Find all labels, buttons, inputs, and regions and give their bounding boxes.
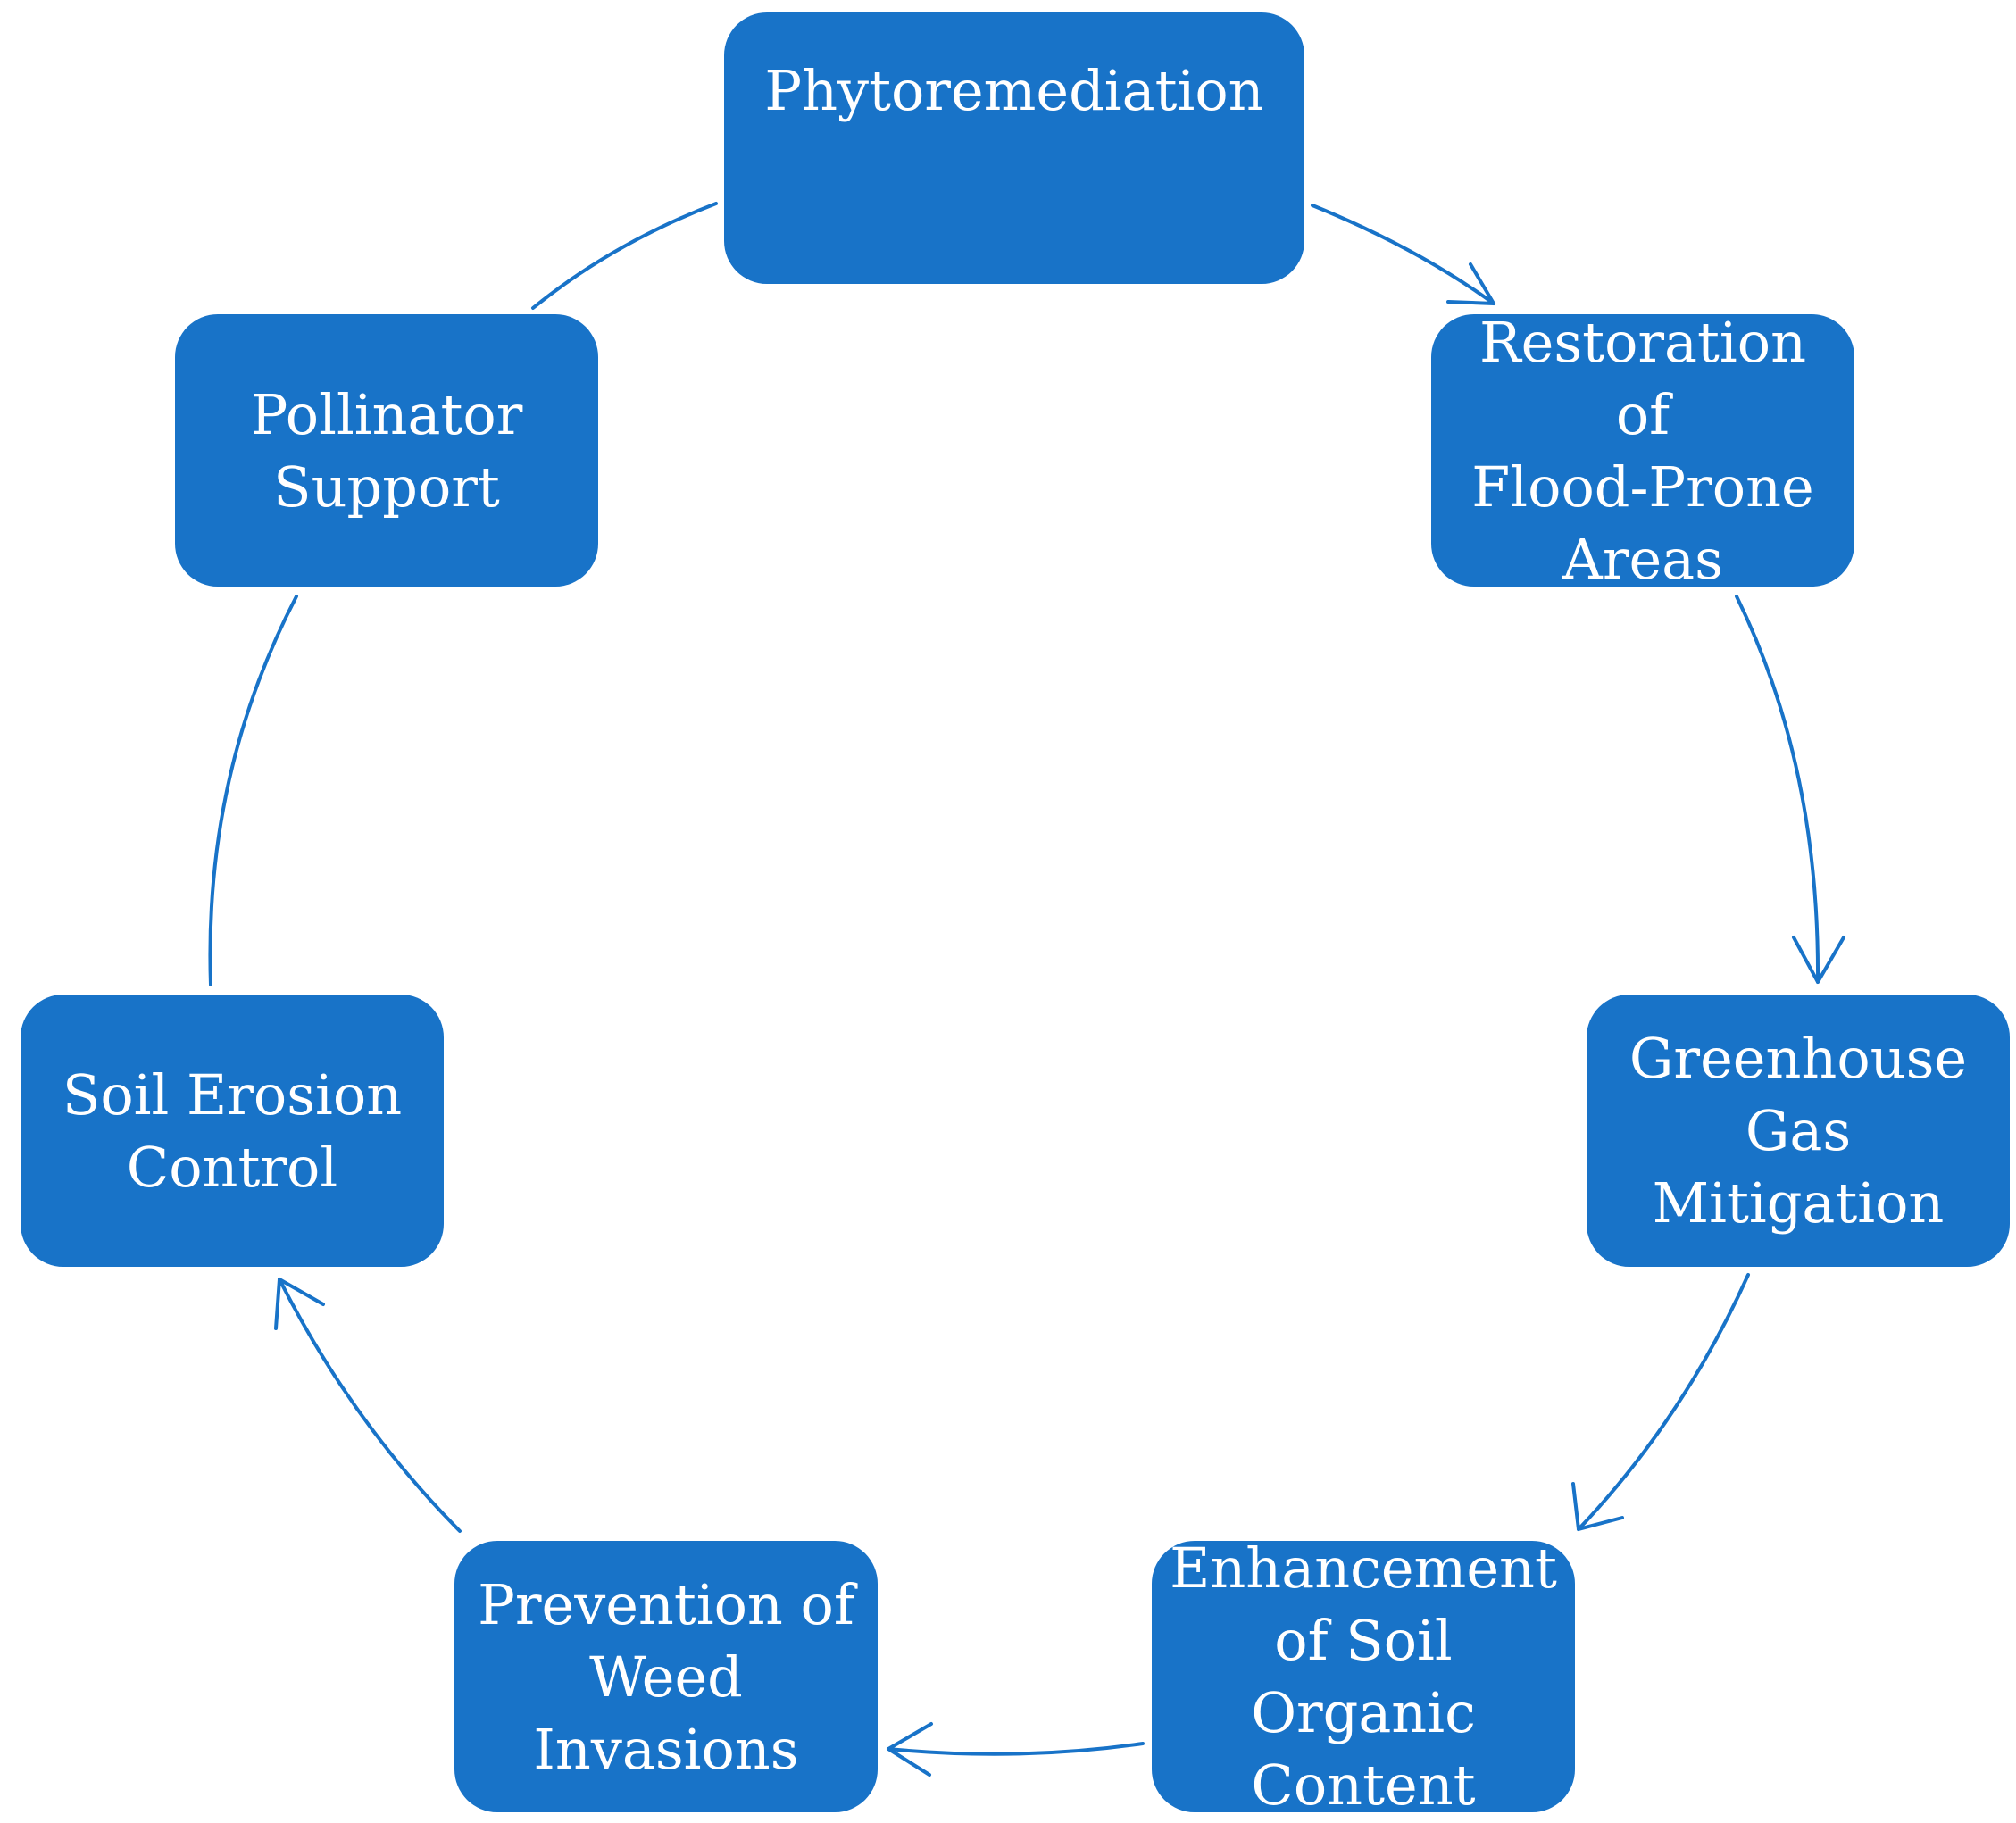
node-restoration-of-flood-prone-areas: Restoration of Flood-Prone Areas bbox=[1431, 310, 1854, 592]
node-phytoremediation: Phytoremediation bbox=[724, 12, 1304, 284]
connector-soil-erosion-to-pollinator bbox=[208, 595, 298, 986]
connector-pollinator-to-phytoremediation bbox=[531, 202, 718, 310]
arrowhead-restoration bbox=[1446, 262, 1495, 305]
node-label: Restoration of Flood-Prone Areas bbox=[1471, 309, 1814, 592]
node-label: Soil Erosion Control bbox=[62, 1061, 403, 1200]
connector-enhancement-to-prevention bbox=[887, 1742, 1145, 1756]
arrowhead-prevention bbox=[887, 1722, 933, 1777]
node-enhancement-of-soil-organic-content: Enhancement of Soil Organic Content bbox=[1152, 1536, 1575, 1818]
node-pollinator-support: Pollinator Support bbox=[175, 314, 598, 587]
node-prevention-of-weed-invasions: Prevention of Weed Invasions bbox=[454, 1541, 878, 1812]
node-greenhouse-gas-mitigation: Greenhouse Gas Mitigation bbox=[1587, 995, 2010, 1267]
node-label: Prevention of Weed Invasions bbox=[478, 1571, 854, 1782]
connector-prevention-to-soil-erosion bbox=[278, 1278, 462, 1533]
arrowhead-soil-erosion bbox=[274, 1278, 325, 1330]
node-label: Pollinator Support bbox=[250, 381, 523, 520]
arrowhead-enhancement bbox=[1571, 1482, 1624, 1531]
node-label: Phytoremediation bbox=[764, 57, 1264, 123]
connector-restoration-to-greenhouse bbox=[1735, 595, 1820, 984]
arrowhead-greenhouse bbox=[1792, 936, 1845, 984]
node-soil-erosion-control: Soil Erosion Control bbox=[21, 995, 444, 1267]
connector-phytoremediation-to-restoration bbox=[1311, 204, 1495, 305]
node-label: Greenhouse Gas Mitigation bbox=[1629, 1026, 1968, 1236]
node-label: Enhancement of Soil Organic Content bbox=[1170, 1536, 1557, 1818]
connector-greenhouse-to-enhancement bbox=[1577, 1273, 1750, 1531]
